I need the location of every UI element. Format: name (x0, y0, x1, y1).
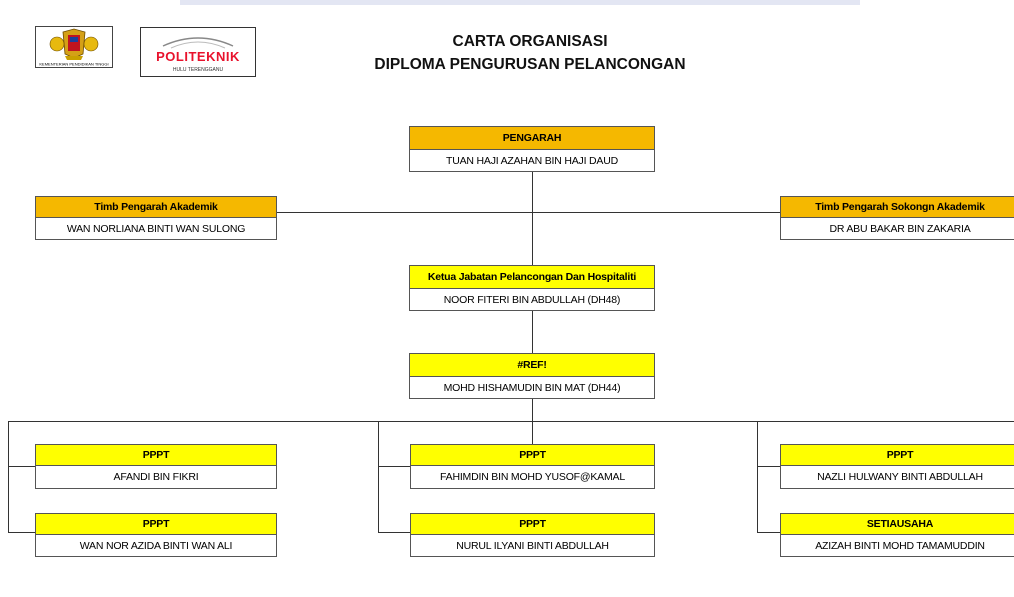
connector-line (378, 532, 410, 533)
top-scroll-strip (180, 0, 860, 5)
politeknik-name: POLITEKNIK (156, 49, 240, 64)
connector-line (277, 212, 780, 213)
org-box-staff: PPPT AFANDI BIN FIKRI (35, 444, 277, 489)
role-label: PPPT (781, 445, 1014, 466)
connector-line (8, 421, 9, 532)
connector-line (378, 421, 379, 532)
politeknik-logo: POLITEKNIK HULU TERENGGANU (140, 27, 256, 77)
org-box-timb-sokongan: Timb Pengarah Sokongn Akademik DR ABU BA… (780, 196, 1014, 240)
person-name: WAN NORLIANA BINTI WAN SULONG (66, 223, 246, 235)
connector-line (532, 311, 533, 353)
connector-line (757, 532, 780, 533)
role-label: SETIAUSAHA (781, 514, 1014, 535)
org-box-ketua-jabatan: Ketua Jabatan Pelancongan Dan Hospitalit… (409, 265, 655, 311)
chart-title-line2: DIPLOMA PENGURUSAN PELANCONGAN (374, 56, 686, 73)
person-name: AZIZAH BINTI MOHD TAMAMUDDIN (815, 540, 985, 552)
person-name: AFANDI BIN FIKRI (113, 471, 199, 483)
person-name: NAZLI HULWANY BINTI ABDULLAH (817, 471, 983, 483)
connector-line (532, 172, 533, 265)
connector-line (378, 466, 410, 467)
org-box-timb-akademik: Timb Pengarah Akademik WAN NORLIANA BINT… (35, 196, 277, 240)
person-name: MOHD HISHAMUDIN BIN MAT (DH44) (443, 382, 621, 394)
connector-line (757, 466, 780, 467)
role-label: PPPT (411, 445, 654, 466)
person-name: WAN NOR AZIDA BINTI WAN ALI (79, 540, 233, 552)
chart-title-line1: CARTA ORGANISASI (452, 33, 608, 50)
role-label: Timb Pengarah Akademik (36, 197, 276, 218)
person-name: NURUL ILYANI BINTI ABDULLAH (456, 540, 609, 552)
connector-line (8, 466, 35, 467)
org-box-setiausaha: SETIAUSAHA AZIZAH BINTI MOHD TAMAMUDDIN (780, 513, 1014, 557)
role-label: #REF! (410, 354, 654, 377)
role-label: PPPT (36, 445, 276, 466)
role-label: PPPT (411, 514, 654, 535)
org-box-staff: PPPT NURUL ILYANI BINTI ABDULLAH (410, 513, 655, 557)
role-label: Ketua Jabatan Pelancongan Dan Hospitalit… (410, 266, 654, 289)
person-name: DR ABU BAKAR BIN ZAKARIA (829, 223, 971, 235)
politeknik-sub: HULU TERENGGANU (173, 67, 224, 73)
connector-line (8, 532, 35, 533)
malaysia-crest-logo: KEMENTERIAN PENDIDIKAN TINGGI (35, 26, 113, 68)
crest-caption: KEMENTERIAN PENDIDIKAN TINGGI (39, 62, 108, 67)
org-box-staff: PPPT NAZLI HULWANY BINTI ABDULLAH (780, 444, 1014, 489)
role-label: PENGARAH (410, 127, 654, 150)
connector-line (757, 421, 758, 532)
org-box-pengarah: PENGARAH TUAN HAJI AZAHAN BIN HAJI DAUD (409, 126, 655, 172)
role-label: Timb Pengarah Sokongn Akademik (781, 197, 1014, 218)
role-label: PPPT (36, 514, 276, 535)
person-name: TUAN HAJI AZAHAN BIN HAJI DAUD (446, 155, 618, 167)
connector-line (8, 421, 1014, 422)
person-name: NOOR FITERI BIN ABDULLAH (DH48) (443, 294, 621, 306)
org-box-staff: PPPT WAN NOR AZIDA BINTI WAN ALI (35, 513, 277, 557)
org-box-staff: PPPT FAHIMDIN BIN MOHD YUSOF@KAMAL (410, 444, 655, 489)
person-name: FAHIMDIN BIN MOHD YUSOF@KAMAL (440, 471, 625, 483)
org-box-ref: #REF! MOHD HISHAMUDIN BIN MAT (DH44) (409, 353, 655, 399)
